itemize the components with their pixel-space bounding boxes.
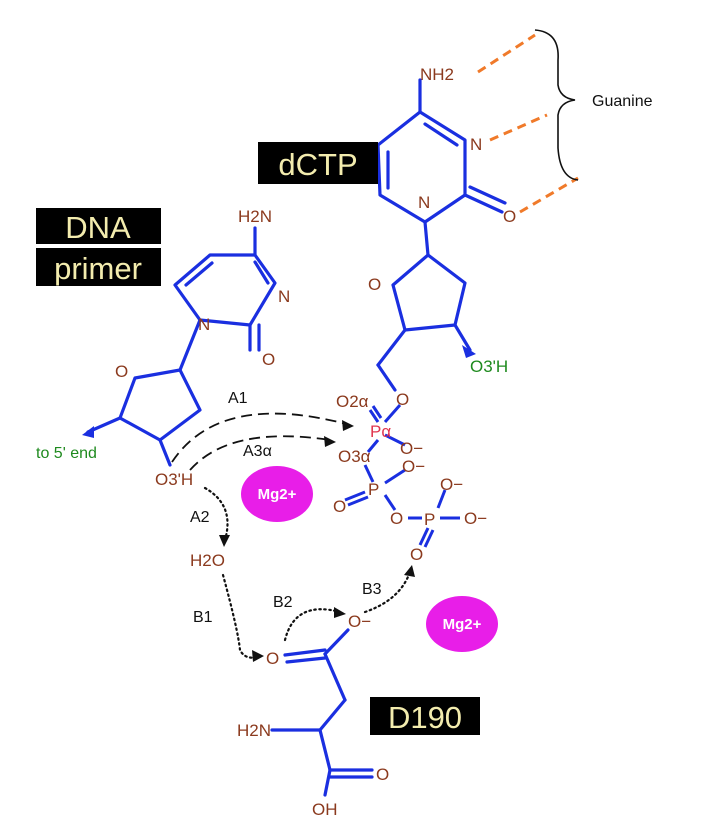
atom-o-minus-g2: O−	[464, 509, 487, 528]
atom-o-gamma-dbl: O	[410, 545, 423, 564]
arrow-label-b2: B2	[273, 594, 293, 611]
svg-text:primer: primer	[54, 251, 142, 286]
atom-o2a: O2α	[336, 392, 369, 411]
atom-o-carbonyl-d190: O	[266, 649, 279, 668]
dctp-base	[376, 78, 507, 257]
atom-h2o: H2O	[190, 551, 225, 570]
mg-ion-left: Mg2+	[241, 466, 313, 522]
dna-primer-tag: DNA primer	[36, 208, 161, 286]
atom-o-dctp-sugar: O	[368, 275, 381, 294]
atom-h2n-d190: H2N	[237, 721, 271, 740]
atom-o-minus-d190: O−	[348, 612, 371, 631]
arrow-a3	[189, 435, 331, 471]
atom-n-dctp-ring: N	[470, 135, 482, 154]
atom-o-bridge: O	[390, 509, 403, 528]
atom-o3h-primer: O3'H	[155, 470, 193, 489]
d190-tag: D190	[370, 697, 480, 735]
arrow-a2	[203, 486, 229, 542]
primer-base	[173, 226, 277, 372]
atom-n-dctp-glyc: N	[418, 193, 430, 212]
atom-p-gamma: P	[424, 510, 435, 529]
o3h-top-label: O3'H	[470, 357, 508, 376]
arrow-b2	[283, 608, 342, 642]
svg-text:D190: D190	[388, 700, 462, 735]
triphosphate	[344, 404, 460, 548]
arrow-b3	[363, 570, 412, 614]
to-5-end-label: to 5' end	[36, 445, 97, 462]
atom-p-beta: P	[368, 480, 379, 499]
mg-ion-right: Mg2+	[426, 596, 498, 652]
dctp-sugar	[376, 253, 476, 392]
atom-n-primer-glyc: N	[198, 315, 210, 334]
svg-text:dCTP: dCTP	[278, 147, 357, 182]
atom-o-minus-a: O−	[400, 439, 423, 458]
arrow-label-a1: A1	[228, 390, 248, 407]
arrow-b1	[221, 573, 260, 659]
svg-text:Mg2+: Mg2+	[443, 616, 482, 633]
annotation-labels: Guanine to 5' end O3'H A1 A3α A2 B1 B2 B…	[36, 93, 653, 626]
arrow-label-a2: A2	[190, 509, 210, 526]
atom-o-primer-sugar: O	[115, 362, 128, 381]
arrow-a1	[171, 412, 351, 463]
atom-p-alpha: Pα	[370, 422, 391, 441]
svg-text:DNA: DNA	[65, 210, 131, 245]
svg-text:Mg2+: Mg2+	[258, 486, 297, 503]
d190-residue	[270, 628, 374, 797]
atom-o-link: O	[396, 390, 409, 409]
dctp-tag: dCTP	[258, 142, 378, 184]
atom-o-acid: O	[376, 765, 389, 784]
atom-n-primer-ring: N	[278, 287, 290, 306]
atom-o-primer-carbonyl: O	[262, 350, 275, 369]
atom-oh-acid: OH	[312, 800, 338, 819]
guanine-hbonds	[477, 29, 579, 214]
atom-o3a: O3α	[338, 447, 371, 466]
atom-o-dctp-carbonyl: O	[503, 207, 516, 226]
atom-o-minus-g1: O−	[440, 475, 463, 494]
atom-nh2-top: NH2	[420, 65, 454, 84]
atom-o-beta-dbl: O	[333, 497, 346, 516]
atom-labels: NH2 N N O O H2N N N O O O3'H O O2α Pα O−…	[115, 65, 516, 819]
reaction-arrows	[171, 412, 415, 662]
atom-o-minus-b1: O−	[402, 457, 425, 476]
arrow-label-b3: B3	[362, 581, 382, 598]
arrow-label-b1: B1	[193, 609, 213, 626]
primer-sugar	[82, 368, 202, 467]
arrow-label-a3: A3α	[243, 443, 272, 460]
atom-h2n-primer: H2N	[238, 207, 272, 226]
guanine-label: Guanine	[592, 93, 653, 110]
